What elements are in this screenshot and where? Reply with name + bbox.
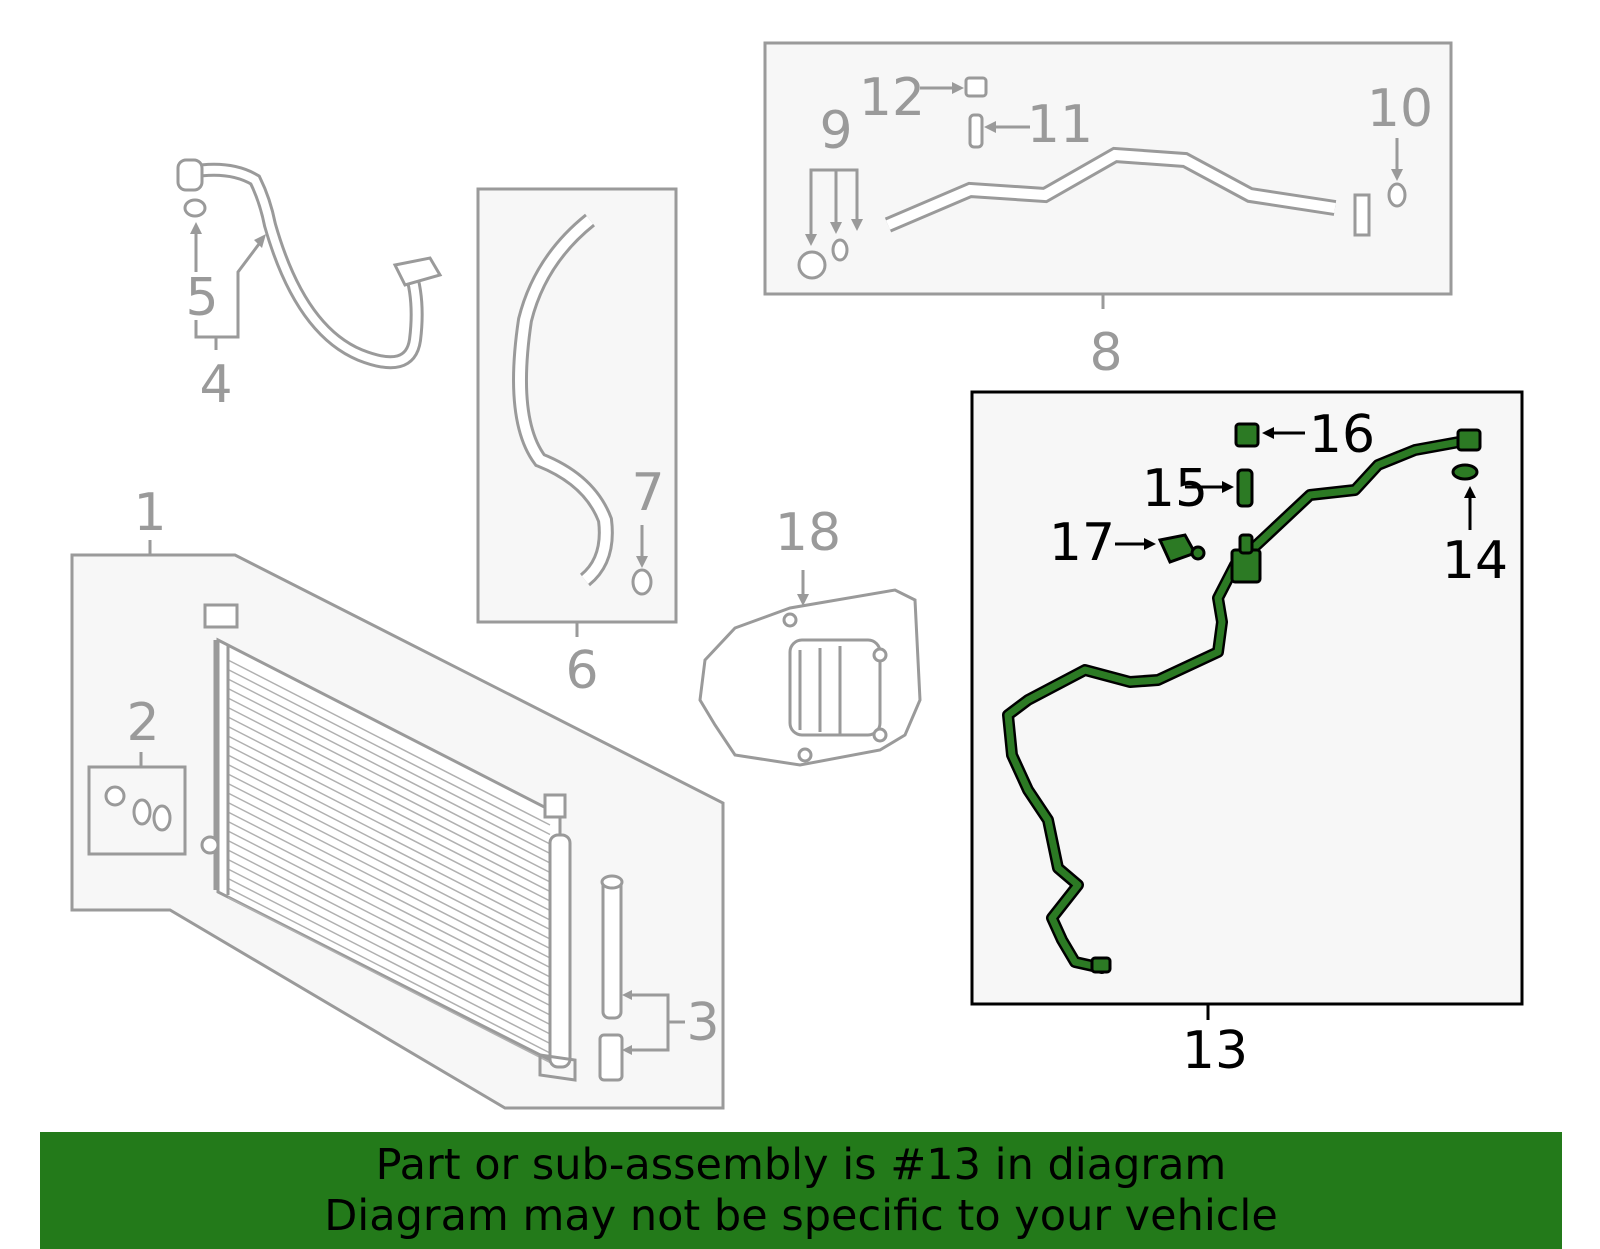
condenser-fin-line (227, 725, 551, 893)
condenser-core (200, 603, 567, 1068)
suction-hose-assembly[interactable] (476, 187, 678, 637)
callout-14[interactable]: 14 (1442, 531, 1508, 591)
condenser-fin-line (227, 868, 551, 1035)
condenser-fin-line (227, 678, 551, 845)
callout-17[interactable]: 17 (1049, 513, 1115, 573)
callout-3[interactable]: 3 (686, 993, 719, 1053)
condenser-fin-line (227, 754, 551, 921)
callout-13[interactable]: 13 (1182, 1021, 1248, 1081)
callout-11[interactable]: 11 (1027, 95, 1093, 155)
liquid-line-upper[interactable] (763, 41, 1453, 309)
callout-7[interactable]: 7 (631, 463, 664, 523)
condenser-fin-line (227, 687, 551, 855)
condenser-fin-line (227, 820, 551, 988)
condenser-fin-line (227, 763, 551, 931)
receiver-tank (548, 833, 572, 1069)
condenser-fin-line (227, 877, 551, 1045)
callout-2[interactable]: 2 (126, 693, 159, 753)
condenser-fin-line (227, 706, 551, 874)
condenser-fin-line (227, 811, 551, 978)
o-ring-5 (183, 198, 207, 218)
condenser-fin-line (227, 830, 551, 997)
condenser-fin-line (227, 659, 551, 826)
condenser-fin-line (227, 668, 551, 836)
condenser-fin-line (227, 858, 551, 1026)
callout-1[interactable]: 1 (133, 483, 166, 543)
o-ring-10 (1387, 182, 1407, 208)
condenser-fin-line (227, 887, 551, 1054)
plug-kit[interactable] (87, 752, 187, 856)
condenser-fin-line (227, 839, 551, 1007)
info-banner: Part or sub-assembly is #13 in diagram D… (40, 1132, 1562, 1249)
o-ring-7 (631, 568, 653, 596)
banner-line-part: Part or sub-assembly is #13 in diagram (375, 1140, 1227, 1190)
callout-18[interactable]: 18 (775, 503, 841, 563)
ac-compressor[interactable] (698, 570, 922, 767)
callout-6[interactable]: 6 (565, 641, 598, 701)
condenser-fin-line (227, 849, 551, 1016)
callout-10[interactable]: 10 (1367, 79, 1433, 139)
condenser-fin-line (227, 697, 551, 864)
callout-8[interactable]: 8 (1089, 323, 1122, 383)
discharge-hose[interactable] (176, 158, 443, 370)
condenser-fin-line (227, 716, 551, 883)
condenser-fin-line (227, 896, 551, 1064)
desiccant-parts[interactable] (598, 874, 685, 1082)
condenser-fin-line (227, 782, 551, 950)
callout-5[interactable]: 5 (185, 268, 218, 328)
banner-line-disclaimer: Diagram may not be specific to your vehi… (324, 1191, 1278, 1241)
condenser-fin-line (227, 744, 551, 912)
condenser-fin-line (227, 735, 551, 902)
condenser-assembly[interactable] (70, 540, 725, 1110)
callout-12[interactable]: 12 (859, 68, 925, 128)
callout-4[interactable]: 4 (199, 355, 232, 415)
condenser-fin-line (227, 792, 551, 959)
callout-9[interactable]: 9 (819, 101, 852, 161)
callout-16[interactable]: 16 (1309, 405, 1375, 465)
condenser-fin-line (227, 801, 551, 969)
pressure-switch-17[interactable] (1115, 533, 1206, 564)
condenser-fin-line (227, 773, 551, 940)
cap-16[interactable] (1234, 422, 1305, 448)
callout-15[interactable]: 15 (1142, 459, 1208, 519)
valve-core-15[interactable] (1185, 468, 1254, 508)
o-ring-14[interactable] (1451, 463, 1479, 530)
